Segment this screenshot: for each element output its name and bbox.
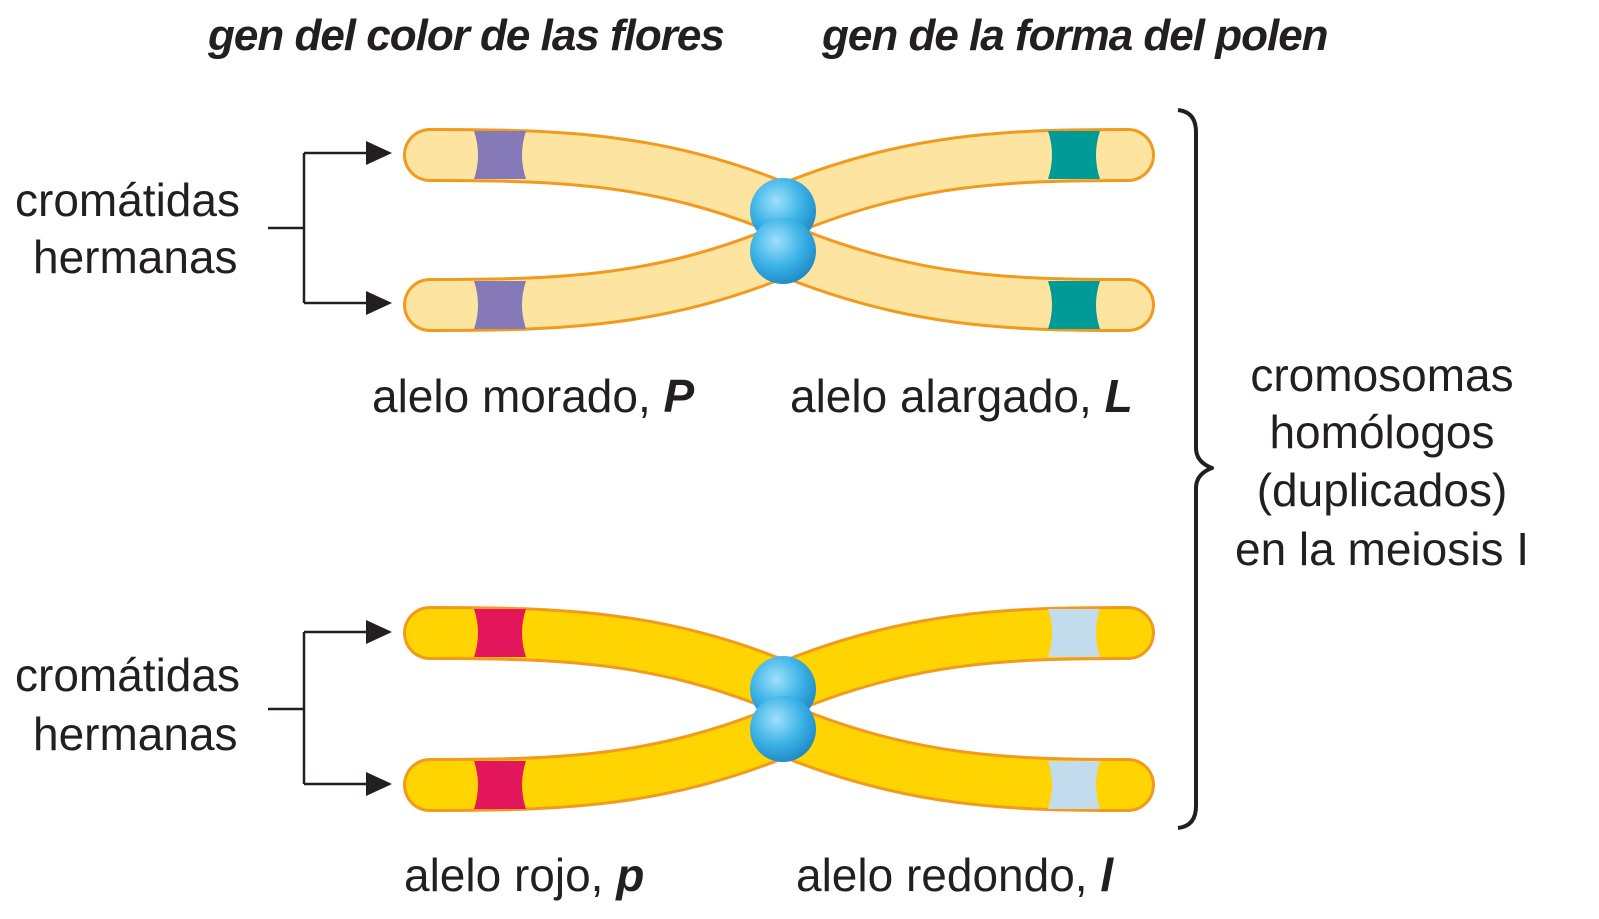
- sister-chromatids-top-label: cromátidas hermanas: [15, 141, 392, 315]
- allele-round-label: alelo redondo, l: [796, 849, 1114, 901]
- pollen-gene-header: gen de la forma del polen: [821, 11, 1328, 60]
- color-gene-header: gen del color de las flores: [207, 11, 724, 60]
- homologs-brace: [1177, 108, 1214, 830]
- teal-allele-band-upper: [1048, 131, 1100, 179]
- sister-chromatids-bottom-line1: cromátidas: [15, 649, 240, 701]
- arrow-right-icon: [366, 291, 392, 315]
- chromosome-bottom: [403, 606, 1155, 812]
- sister-chromatids-top-line2: hermanas: [33, 231, 238, 283]
- chromosome-top: [403, 128, 1155, 332]
- homologs-label-line1: cromosomas: [1250, 349, 1513, 401]
- lightblue-allele-band-lower: [1048, 761, 1100, 809]
- lightblue-allele-band-upper: [1048, 609, 1100, 657]
- purple-allele-band-upper: [474, 131, 526, 179]
- arrow-right-icon: [366, 772, 392, 796]
- sister-chromatids-top-line1: cromátidas: [15, 174, 240, 226]
- red-allele-band-lower: [474, 761, 526, 809]
- homologs-label-line4: en la meiosis I: [1235, 523, 1529, 575]
- red-allele-band-upper: [474, 609, 526, 657]
- allele-red-label: alelo rojo, p: [404, 849, 644, 901]
- centromere-top-lower: [750, 218, 816, 284]
- teal-allele-band-lower: [1048, 281, 1100, 329]
- allele-purple-label: alelo morado, P: [372, 370, 695, 422]
- sister-chromatids-bottom-line2: hermanas: [33, 708, 238, 760]
- arrow-right-icon: [366, 620, 392, 644]
- centromere-bottom-lower: [750, 696, 816, 762]
- allele-elongated-label: alelo alargado, L: [790, 370, 1133, 422]
- sister-chromatids-bottom-bracket: [268, 630, 380, 786]
- arrow-right-icon: [366, 141, 392, 165]
- homologs-label-line2: homólogos: [1269, 406, 1494, 458]
- homologs-label-line3: (duplicados): [1257, 464, 1508, 516]
- homologs-label: cromosomas homólogos (duplicados) en la …: [1235, 349, 1529, 575]
- sister-chromatids-bottom-label: cromátidas hermanas: [15, 620, 392, 796]
- sister-chromatids-top-bracket: [268, 151, 380, 305]
- purple-allele-band-lower: [474, 281, 526, 329]
